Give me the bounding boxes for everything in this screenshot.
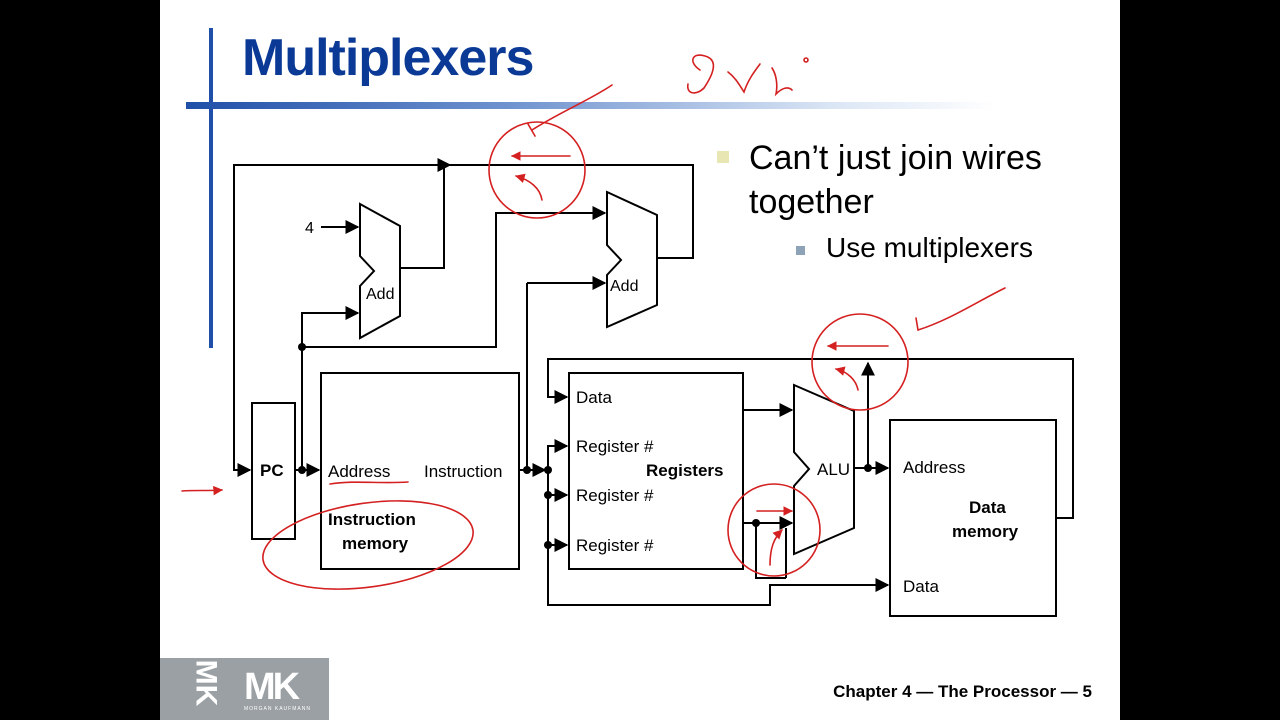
adder-right-shape xyxy=(606,190,658,329)
bullet-sub: Use multiplexers xyxy=(796,232,1033,264)
logo-mark-large: MK xyxy=(244,666,300,708)
adder-right-label: Add xyxy=(610,278,638,295)
reg-register-1-label: Register # xyxy=(576,437,654,456)
bullet-sub-text: Use multiplexers xyxy=(826,232,1033,263)
publisher-logo: MK MK MORGAN KAUFMANN xyxy=(160,658,329,720)
red-annotations xyxy=(181,54,1006,590)
im-name-line1: Instruction xyxy=(328,510,416,529)
reg-register-2-label: Register # xyxy=(576,486,654,505)
reg-data-label: Data xyxy=(576,388,612,407)
pc-label: PC xyxy=(260,461,284,480)
alu-label: ALU xyxy=(817,460,850,479)
bullet-main-text: Can’t just join wires together xyxy=(749,139,1042,221)
datapath-diagram: 4 Add Add PC Address Instruction Instruc… xyxy=(181,54,1074,617)
title-underline-bar xyxy=(186,102,996,109)
dm-data-label: Data xyxy=(903,577,939,596)
registers-name-label: Registers xyxy=(646,461,723,480)
annotation-circle-mid xyxy=(811,313,909,411)
im-address-label: Address xyxy=(328,462,390,481)
adder-upper-label: Add xyxy=(366,286,394,303)
dm-name-line2: memory xyxy=(952,522,1019,541)
im-instruction-label: Instruction xyxy=(424,462,502,481)
im-name-line2: memory xyxy=(342,534,409,553)
logo-publisher-text: MORGAN KAUFMANN xyxy=(244,706,311,712)
dm-address-label: Address xyxy=(903,458,965,477)
annotation-ellipse-im xyxy=(262,500,474,590)
slide-footer: Chapter 4 — The Processor — 5 xyxy=(833,682,1092,701)
reg-register-3-label: Register # xyxy=(576,536,654,555)
logo-mark-small: MK xyxy=(189,659,223,707)
slide: Multiplexers Can’t just join wires toget… xyxy=(160,0,1120,720)
dm-name-line1: Data xyxy=(969,498,1006,517)
registers-block xyxy=(568,372,744,570)
bullet-main: Can’t just join wires together xyxy=(717,136,1049,224)
title-vertical-bar xyxy=(209,28,213,348)
adder-upper-shape xyxy=(359,202,401,340)
bullet-square-icon xyxy=(717,151,729,163)
bullet-small-square-icon xyxy=(796,246,805,255)
slide-title: Multiplexers xyxy=(242,29,534,87)
annotation-circle-alu xyxy=(727,483,821,577)
alu-shape xyxy=(793,383,855,556)
constant-four-label: 4 xyxy=(305,220,314,237)
annotation-circle-top xyxy=(488,121,586,219)
